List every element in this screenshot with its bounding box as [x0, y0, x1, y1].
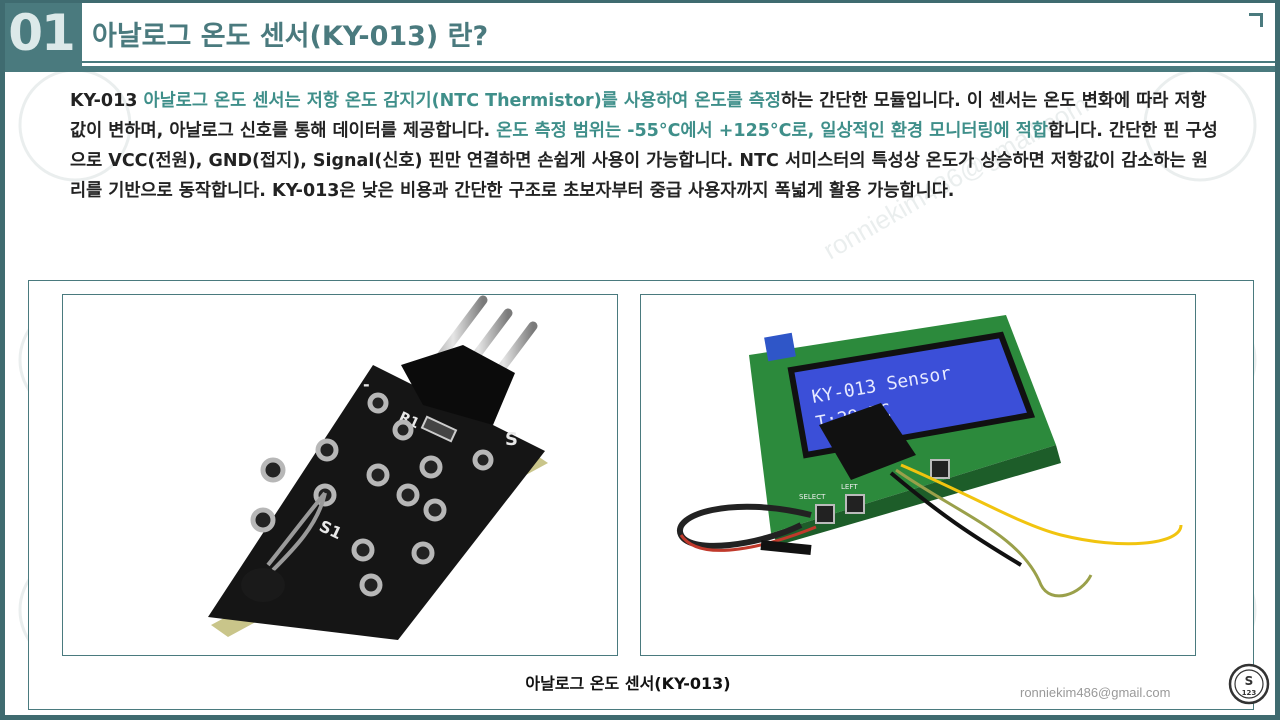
board-label: - [363, 375, 370, 394]
corner-mark-icon [1249, 13, 1263, 27]
description-paragraph: KY-013 아날로그 온도 센서는 저항 온도 감지기(NTC Thermis… [70, 86, 1220, 206]
mounting-holes [250, 392, 494, 597]
logo-text-bottom: 123 [1242, 689, 1257, 697]
jumper-wire-yellow [900, 463, 1183, 546]
pin-header-housing [401, 345, 515, 425]
sensor-module-photo: - S R1 S1 [62, 294, 618, 656]
thermistor-bead [241, 568, 285, 602]
paragraph-highlight: 아날로그 온도 센서는 저항 온도 감지기(NTC Thermistor)를 사… [143, 91, 781, 111]
jumper-wire-grey [895, 468, 1093, 598]
section-number: 01 [0, 0, 82, 66]
sensor-module [819, 403, 916, 480]
image-caption: 아날로그 온도 센서(KY-013) [525, 674, 731, 693]
slide-title: 아날로그 온도 센서(KY-013) 란? [92, 20, 489, 52]
sensor-module-illustration: - S R1 S1 [63, 295, 617, 655]
board-label: S [505, 429, 518, 450]
header-divider [5, 66, 1275, 72]
usb-cable [676, 503, 812, 549]
lcd-setup-photo: KY-013 Sensor T:29.7C SELECT LEFT [640, 294, 1196, 656]
paragraph-segment: KY-013 [70, 91, 144, 111]
paragraph-segment: 합니다. 간단한 핀 구성으로 VCC(전원), GND(접지), Signal… [70, 121, 1218, 201]
jumper-wire-black [889, 471, 1023, 567]
paragraph-segment: 하는 간단한 모듈입니다. 이 센서는 온도 변화에 따라 저항값이 변하며, … [70, 91, 1207, 141]
steamedu-logo-icon: S 123 [1228, 663, 1270, 705]
pcb-board [208, 365, 545, 640]
button-label: SELECT [799, 493, 826, 501]
author-email: ronniekim486@gmail.com [1020, 685, 1171, 700]
lcd-buttons [815, 459, 950, 524]
slide-header: 01 아날로그 온도 센서(KY-013) 란? [0, 0, 1280, 66]
button-label: LEFT [841, 483, 858, 491]
logo-text-top: S [1245, 674, 1254, 688]
paragraph-highlight: 온도 측정 범위는 -55°C에서 +125°C로, 일상적인 환경 모니터링에… [496, 121, 1048, 141]
potentiometer [764, 332, 796, 362]
title-bar: 아날로그 온도 센서(KY-013) 란? [82, 5, 1275, 63]
lcd-setup-illustration: KY-013 Sensor T:29.7C SELECT LEFT [641, 295, 1195, 655]
